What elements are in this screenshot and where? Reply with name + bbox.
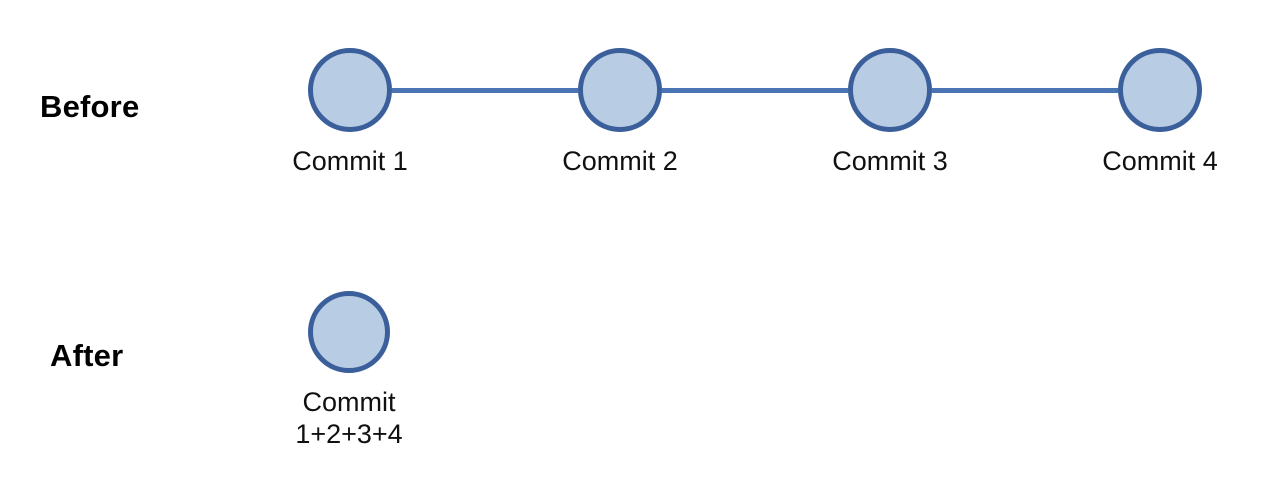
commit-label-4: Commit 4 (1102, 146, 1218, 176)
commit-circle-squashed[interactable] (308, 291, 390, 373)
after-row: Commit 1+2+3+4 (0, 291, 1276, 471)
section-label-after: After (50, 338, 124, 373)
commit-label-2: Commit 2 (562, 146, 678, 176)
section-label-before: Before (40, 89, 140, 124)
commit-label-3: Commit 3 (832, 146, 948, 176)
commit-node-1[interactable]: Commit 1 (240, 48, 460, 178)
commit-node-3[interactable]: Commit 3 (780, 48, 1000, 178)
commit-label-1: Commit 1 (292, 146, 408, 176)
commit-node-2[interactable]: Commit 2 (510, 48, 730, 178)
connector-commit3-commit4 (932, 88, 1118, 93)
commit-circle-3[interactable] (848, 48, 932, 132)
before-row: Commit 1 Commit 2 Commit 3 Commit 4 (0, 48, 1276, 188)
commit-label-squashed: Commit 1+2+3+4 (295, 387, 403, 449)
connector-commit1-commit2 (392, 88, 578, 93)
commit-circle-1[interactable] (308, 48, 392, 132)
commit-node-squashed[interactable]: Commit 1+2+3+4 (239, 291, 459, 451)
commit-circle-4[interactable] (1118, 48, 1202, 132)
commit-circle-2[interactable] (578, 48, 662, 132)
connector-commit2-commit3 (662, 88, 848, 93)
commit-node-4[interactable]: Commit 4 (1050, 48, 1270, 178)
